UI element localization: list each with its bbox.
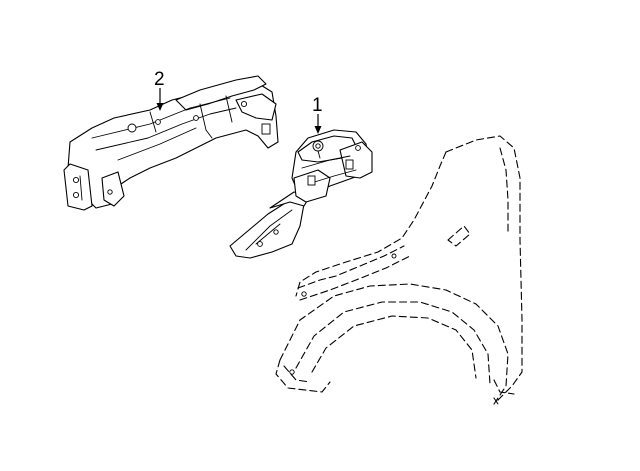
part-1-inner-structure[interactable] [229, 129, 373, 259]
callout-2: 2 [154, 69, 165, 111]
part-2-apron-rail[interactable] [63, 75, 279, 211]
callout-1-number: 1 [312, 95, 323, 116]
callout-1: 1 [312, 95, 323, 134]
callout-1-arrowhead [314, 126, 322, 134]
fender-phantom-outline [275, 135, 523, 405]
callout-2-number: 2 [154, 69, 165, 90]
callout-2-arrowhead [156, 103, 164, 111]
